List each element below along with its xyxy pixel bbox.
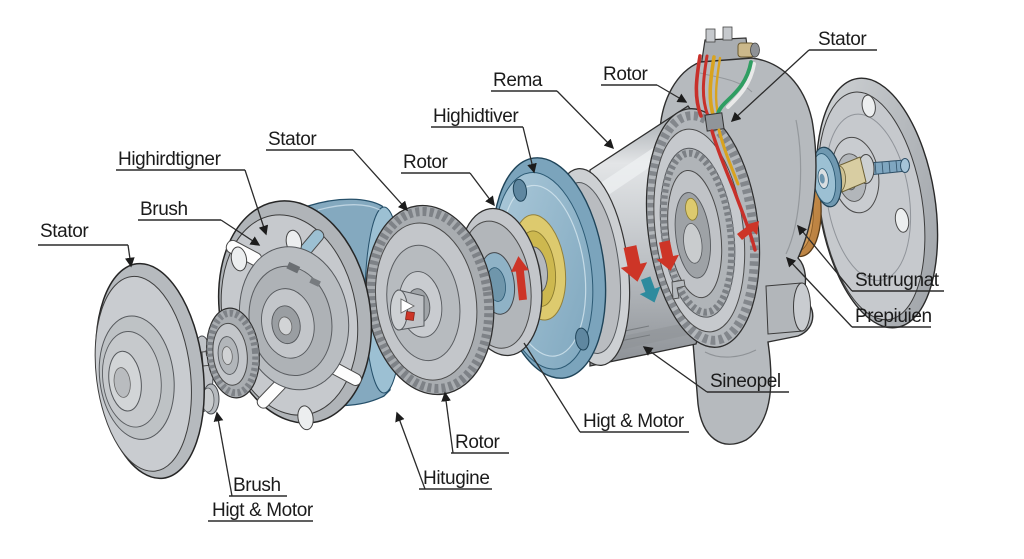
retainer-clip [671,279,686,300]
red-wire [694,54,703,118]
bolt-hole [575,327,590,351]
thrust-washer [811,146,843,208]
rotor-gear [365,204,495,396]
label-prepiuien: Prepiuien [855,306,932,327]
yellow-wire [708,55,716,120]
red-wire [701,54,710,118]
label-brush-upper: Brush [140,199,188,220]
label-rotor-top: Rotor [603,64,649,85]
white-wire [726,62,756,109]
flow-arrow-up-red [511,256,529,301]
callout-labels: Stator Highirdtigner Brush Stator Rotor … [40,29,940,521]
label-rotor-bottom: Rotor [455,432,501,453]
callout-leaders [38,49,944,522]
bolt-hole [512,178,528,202]
bolt-hole [894,207,910,233]
label-rema: Rema [493,70,543,91]
wire-clamp [704,112,725,132]
flow-arrow-down-red-2 [656,240,679,271]
bolt-hole [230,246,248,272]
key-marker [405,311,415,321]
bolt-hole [861,94,876,118]
brush-block [286,261,301,274]
label-stator-left: Stator [40,221,89,242]
pinion-gear [206,307,260,399]
label-higt-motor-mid: Higt & Motor [583,411,685,432]
keyway-pointer [400,298,415,314]
label-highirdtigner: Highirdtigner [118,149,222,170]
label-sineopel: Sineopel [710,371,781,392]
yellow-wire [717,128,740,186]
bolt-hole [297,405,314,431]
label-stator-mid: Stator [268,129,317,150]
label-stutrugnat: Stutrugnat [855,270,940,291]
label-stator-right: Stator [818,29,867,50]
front-pulley-end-cap [94,262,205,480]
flow-arrow-up-left [737,221,759,240]
wires [694,54,757,252]
brush-block [309,277,321,287]
label-hitugine: Hitugine [423,468,490,489]
label-brush-bottom: Brush [233,475,281,496]
flow-arrow-down-red-1 [620,245,648,282]
label-rotor-mid: Rotor [403,152,449,173]
flow-arrow-down-teal [639,276,661,303]
label-higt-motor-bottom: Higt & Motor [212,500,314,521]
label-highidtiver: Highidtiver [433,106,519,127]
